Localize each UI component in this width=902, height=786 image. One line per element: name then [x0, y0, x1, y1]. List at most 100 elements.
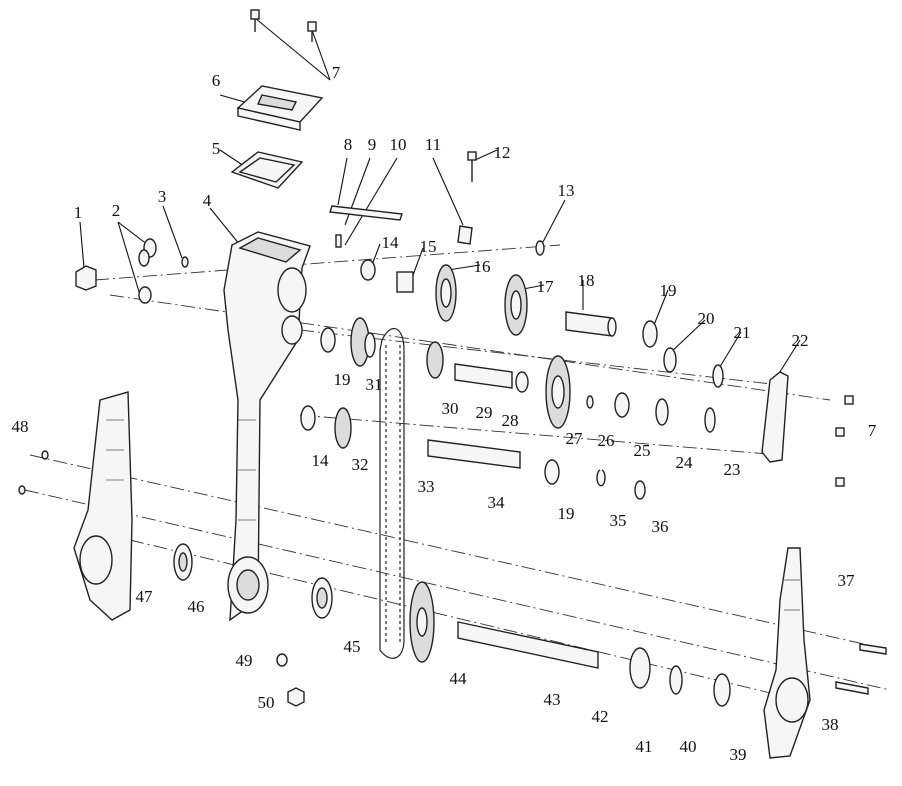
part-45-bearing — [311, 577, 333, 619]
part-20-ring — [663, 347, 677, 373]
part-21-ring — [712, 364, 724, 388]
part-18-spline-shaft — [565, 311, 617, 337]
callout-30: 30 — [442, 399, 459, 418]
callout-22: 22 — [792, 331, 809, 350]
part-31-gear — [350, 317, 376, 367]
part-3-pin — [181, 256, 189, 268]
part-28-bushing — [515, 371, 529, 393]
callout-19-mid: 19 — [334, 370, 351, 389]
callout-19: 19 — [660, 281, 677, 300]
part-19-bearing-mid — [320, 327, 336, 353]
part-26-ring — [586, 395, 594, 409]
part-23-ring — [704, 407, 716, 433]
part-4-housing — [223, 231, 311, 622]
part-44-sprocket — [409, 581, 435, 663]
callout-18: 18 — [578, 271, 595, 290]
part-7-bolts-top — [250, 9, 317, 42]
callout-16: 16 — [474, 257, 491, 276]
callout-28: 28 — [502, 411, 519, 430]
part-46-seal — [173, 543, 193, 581]
part-47-left-cover — [73, 391, 133, 621]
part-29-shaft — [454, 363, 513, 389]
callout-19-lower: 19 — [558, 504, 575, 523]
callout-37: 37 — [838, 571, 856, 590]
part-15-bushing — [396, 271, 414, 293]
callout-5: 5 — [212, 139, 221, 158]
part-32-gear — [334, 407, 352, 449]
callout-46: 46 — [188, 597, 205, 616]
callout-12: 12 — [494, 143, 511, 162]
callout-39: 39 — [730, 745, 747, 764]
part-48-bolts — [18, 450, 49, 495]
callout-35: 35 — [610, 511, 627, 530]
part-19-bearing — [642, 320, 658, 348]
part-27-gear — [545, 355, 571, 429]
callout-14: 14 — [382, 233, 400, 252]
callout-48: 48 — [12, 417, 29, 436]
callout-10: 10 — [390, 135, 407, 154]
leader-lines — [79, 17, 801, 376]
part-49-nut — [276, 653, 288, 667]
callout-34: 34 — [488, 493, 506, 512]
part-33-chain — [379, 327, 405, 659]
part-38-bolt — [835, 681, 869, 695]
callout-6: 6 — [212, 71, 221, 90]
callout-7-right: 7 — [868, 421, 877, 440]
part-7-bolts-right — [835, 395, 854, 487]
callout-8: 8 — [344, 135, 353, 154]
callout-43: 43 — [544, 690, 561, 709]
part-36-washer — [634, 480, 646, 500]
callout-17: 17 — [537, 277, 555, 296]
callout-15: 15 — [420, 237, 437, 256]
part-16-gear — [435, 264, 457, 322]
callout-44: 44 — [450, 669, 468, 688]
callout-21: 21 — [734, 323, 751, 342]
part-19-bearing-lower — [544, 459, 560, 485]
callout-11: 11 — [425, 135, 441, 154]
callout-40: 40 — [680, 737, 697, 756]
callout-32: 32 — [352, 455, 369, 474]
callout-38: 38 — [822, 715, 839, 734]
part-35-clip — [596, 469, 606, 487]
part-42-bearing — [629, 647, 651, 689]
part-50-nut — [287, 687, 305, 707]
callout-36: 36 — [652, 517, 669, 536]
part-24-ring — [655, 398, 669, 426]
callout-9: 9 — [368, 135, 377, 154]
callout-26: 26 — [598, 431, 615, 450]
part-43-shaft — [457, 621, 599, 669]
part-40-washer — [713, 673, 731, 707]
part-41-clip — [669, 665, 683, 695]
callout-23: 23 — [724, 460, 741, 479]
callout-20: 20 — [698, 309, 715, 328]
part-8-rod — [329, 205, 403, 221]
part-34-spline-shaft — [427, 439, 521, 469]
part-37-bolt — [859, 643, 887, 655]
callout-1: 1 — [74, 203, 83, 222]
callout-25: 25 — [634, 441, 651, 460]
part-12-screw — [467, 151, 477, 182]
callout-42: 42 — [592, 707, 609, 726]
callout-49: 49 — [236, 651, 253, 670]
part-6-cover — [236, 85, 324, 131]
callout-labels: 1 2 3 4 5 6 7 8 9 10 11 12 13 14 15 16 1… — [12, 63, 877, 764]
callout-41: 41 — [636, 737, 653, 756]
callout-27: 27 — [566, 429, 584, 448]
part-30-sprocket — [426, 341, 444, 379]
callout-7: 7 — [332, 63, 341, 82]
callout-29: 29 — [476, 403, 493, 422]
part-14-bearing-upper — [360, 259, 376, 281]
callout-31: 31 — [366, 375, 383, 394]
part-25-bearing — [614, 392, 630, 418]
part-9-pin — [335, 234, 342, 248]
callout-13: 13 — [558, 181, 575, 200]
callout-14-lower: 14 — [312, 451, 330, 470]
callout-45: 45 — [344, 637, 361, 656]
callout-47: 47 — [136, 587, 154, 606]
part-13-washer — [535, 240, 545, 256]
part-14-bearing-lower — [300, 405, 316, 431]
callout-3: 3 — [158, 187, 167, 206]
callout-24: 24 — [676, 453, 694, 472]
part-22-plate — [761, 371, 789, 463]
